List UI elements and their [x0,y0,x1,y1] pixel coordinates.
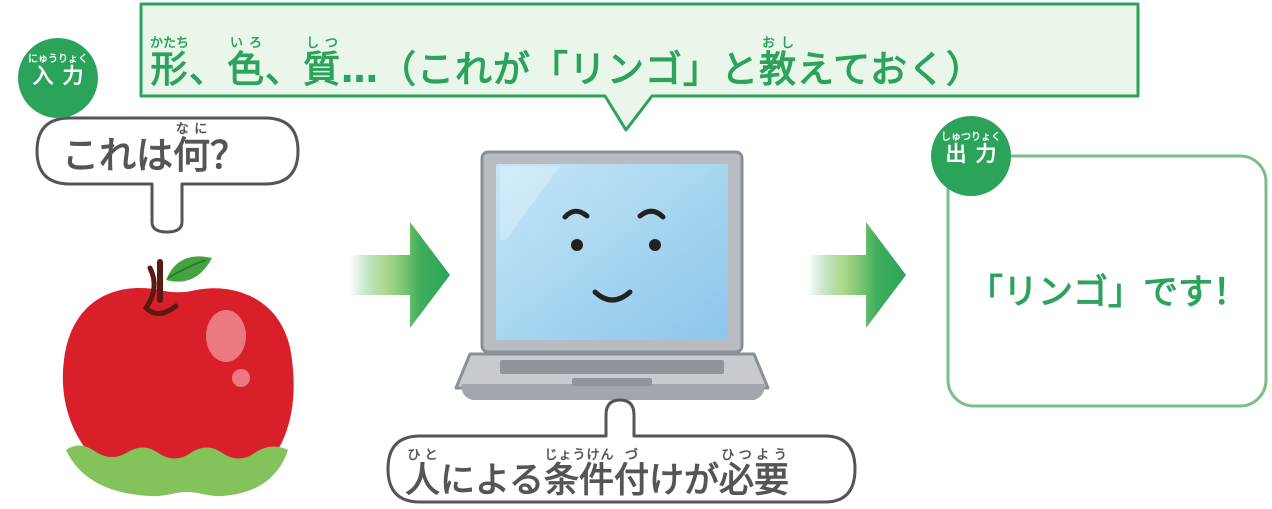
banner-part: 色いろ [227,36,266,91]
banner-part: えておく） [797,48,985,91]
arrow-right-icon [350,222,450,328]
bottom-condition-text: 人ひとによる条件じょうけん付づけが必要ひつよう [405,448,790,501]
banner-part: …（これが「リンゴ」と [341,48,760,91]
output-badge [931,116,1011,196]
input-question: これは何なに？ [62,122,247,177]
banner-part: 、 [265,48,304,91]
banner-part: 教おし [759,36,798,91]
output-badge-label: 出力しゅつりょく [941,132,1001,166]
apple-icon [62,256,294,497]
arrow-right-icon [808,222,906,328]
input-badge [18,38,98,118]
input-badge-label: 入力にゅうりょく [28,54,88,88]
banner-part: 、 [189,48,228,91]
banner-box [139,2,1140,132]
input-speech-bubble [35,116,300,234]
banner-part: 形かたち [150,36,190,91]
laptop-face-icon [454,150,770,400]
banner-part: 質しつ [303,36,342,91]
banner-title: 形かたち 、 色いろ 、 質しつ …（これが「リンゴ」と 教おし えておく） [150,36,1108,93]
output-answer: 「リンゴ」です！ [968,273,1249,313]
bottom-speech-bubble [386,398,857,504]
output-box [946,154,1268,408]
